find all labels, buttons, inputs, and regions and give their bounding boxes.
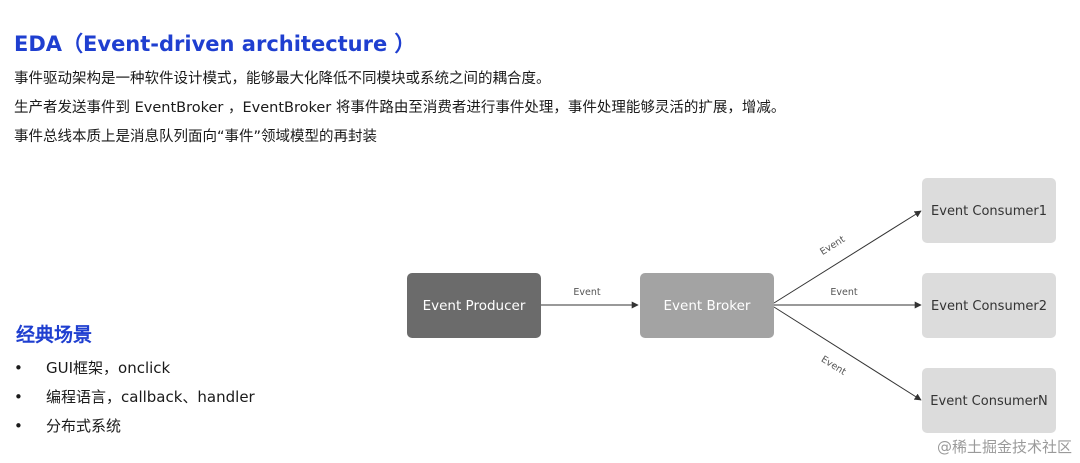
edge-label-consumer1: Event bbox=[818, 234, 847, 258]
edge-broker-consumerN bbox=[773, 306, 922, 401]
event-consumer1-label: Event Consumer1 bbox=[931, 204, 1047, 219]
description-line-2: 生产者发送事件到 EventBroker ，EventBroker 将事件路由至… bbox=[14, 100, 786, 116]
description-line-3: 事件总线本质上是消息队列面向“事件”领域模型的再封装 bbox=[14, 129, 378, 145]
scenario-list: • GUI框架，onclick • 编程语言，callback、handler … bbox=[14, 356, 255, 443]
event-producer-node bbox=[407, 273, 541, 338]
scenario-item-label: GUI框架，onclick bbox=[46, 359, 171, 377]
event-broker-node bbox=[640, 273, 774, 338]
edge-label-consumer2: Event bbox=[830, 287, 857, 298]
scenario-item: • 分布式系统 bbox=[14, 414, 255, 443]
event-consumer2-node bbox=[922, 273, 1056, 338]
edge-label-consumerN: Event bbox=[819, 354, 848, 378]
scenario-item-label: 编程语言，callback、handler bbox=[46, 388, 255, 406]
edge-label-producer-broker: Event bbox=[573, 287, 600, 298]
bullet-icon: • bbox=[14, 388, 23, 406]
description-line-1: 事件驱动架构是一种软件设计模式，能够最大化降低不同模块或系统之间的耦合度。 bbox=[14, 71, 551, 87]
scenario-item-label: 分布式系统 bbox=[46, 417, 122, 435]
event-consumer1-node bbox=[922, 178, 1056, 243]
bullet-icon: • bbox=[14, 417, 23, 435]
event-consumerN-node bbox=[922, 368, 1056, 433]
event-broker-label: Event Broker bbox=[664, 298, 751, 314]
scenario-item: • GUI框架，onclick bbox=[14, 356, 255, 385]
page-title: EDA（Event-driven architecture ） bbox=[14, 32, 416, 56]
watermark: @稀土掘金技术社区 bbox=[936, 438, 1072, 456]
scenario-item: • 编程语言，callback、handler bbox=[14, 385, 255, 414]
event-producer-label: Event Producer bbox=[423, 298, 526, 314]
scenarios-title: 经典场景 bbox=[16, 324, 93, 346]
edge-broker-consumer1 bbox=[773, 210, 922, 304]
bullet-icon: • bbox=[14, 359, 23, 377]
event-consumer2-label: Event Consumer2 bbox=[931, 299, 1047, 314]
event-consumerN-label: Event ConsumerN bbox=[930, 394, 1047, 409]
